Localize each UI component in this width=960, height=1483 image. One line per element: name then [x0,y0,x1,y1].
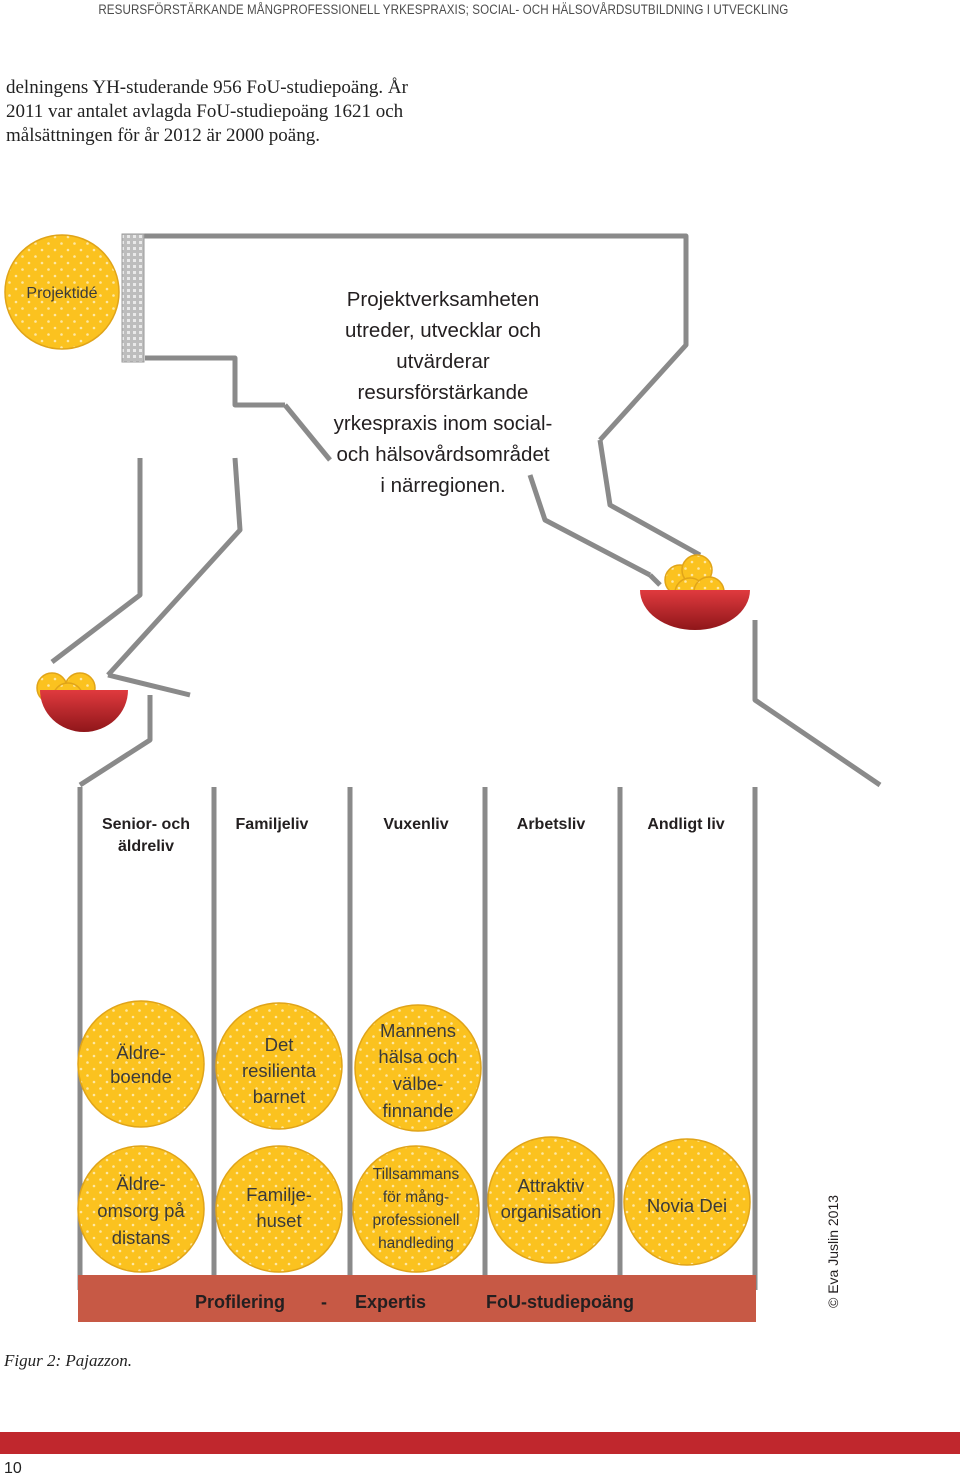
ball-text: Familje- [246,1184,312,1205]
ball-aldreboende: Äldre- boende [77,1000,205,1128]
funnel-left-inner [107,672,191,698]
machine-text-line: i närregionen. [380,474,505,497]
intro-line: delningens YH-studerande 956 FoU-studiep… [6,77,408,98]
machine-text-line: yrkespraxis inom social- [334,412,553,435]
base-bar: Profilering - Expertis FoU-studiepoäng [78,1275,756,1322]
ball-text: för mång- [383,1189,449,1206]
ball-text: Novia Dei [647,1195,727,1216]
left-bowl [36,672,128,732]
ball-tillsammans: Tillsammans för mång- professionell hand… [352,1145,480,1273]
ball-text: Äldre- [116,1042,165,1063]
left-chute-inner [283,403,332,462]
right-pipe-outer [597,439,702,558]
base-word: - [321,1292,327,1312]
column-heading: äldreliv [118,838,174,855]
ball-text: Tillsammans [373,1166,460,1183]
upper-ball-row: Äldre- boende Det resilienta barnet Mann… [77,1000,482,1132]
machine-description: Projektverksamheten utreder, utvecklar o… [334,288,553,497]
ball-text: Det [265,1034,294,1055]
base-word: Expertis [355,1292,426,1312]
funnel-right [752,620,882,788]
intro-line: målsättningen för år 2012 är 2000 poäng. [6,125,320,146]
page-number: 10 [4,1460,22,1477]
right-bowl [640,554,750,630]
column-heading: Arbetsliv [517,816,586,833]
column-heading: Senior- och [102,816,190,833]
ball-text: Attraktiv [518,1175,586,1196]
right-pipe-inner [527,474,652,578]
project-idea-ball: Projektidé [4,234,120,350]
ball-text: organisation [501,1201,602,1222]
ball-aldreomsorg: Äldre- omsorg på distans [77,1145,205,1273]
ball-text: välbe- [393,1073,443,1094]
column-dividers [77,787,758,1290]
ball-text: hälsa och [378,1046,457,1067]
machine-grill [121,233,145,363]
machine-pipes [50,233,882,788]
ball-text: handleding [378,1235,454,1252]
ball-text: finnande [383,1100,454,1121]
machine-text-line: och hälsovårdsområdet [336,443,549,466]
ball-text: boende [110,1066,172,1087]
figure-caption: Figur 2: Pajazzon. [4,1351,132,1370]
intro-line: 2011 var antalet avlagda FoU-studiepoäng… [6,101,404,122]
machine-outline-left [130,233,689,442]
machine-text-line: resursförstärkande [358,381,529,404]
machine-text-line: utvärderar [396,350,490,373]
ball-text: huset [256,1210,301,1231]
column-heading: Andligt liv [647,816,724,833]
left-pipe-down [50,458,143,664]
footer-bar [0,1432,960,1454]
column-heading: Familjeliv [236,816,309,833]
left-pipe-inner [106,457,243,677]
ball-attraktiv-organisation: Attraktiv organisation [487,1136,615,1264]
left-upper-chute [145,355,285,408]
funnel-right-inner [648,573,662,587]
ball-text: omsorg på [97,1200,185,1221]
ball-novia-dei: Novia Dei [623,1138,751,1266]
bowl-shape [640,590,750,630]
intro-paragraph: delningens YH-studerande 956 FoU-studiep… [6,76,486,148]
running-header: RESURSFÖRSTÄRKANDE MÅNGPROFESSIONELL YRK… [97,2,788,17]
column-headings: Senior- och äldreliv Familjeliv Vuxenliv… [102,816,725,855]
funnel-left [78,695,153,788]
copyright-note: © Eva Juslin 2013 [825,1195,841,1308]
ball-text: resilienta [242,1060,317,1081]
ball-text: barnet [253,1086,305,1107]
column-heading: Vuxenliv [383,816,448,833]
ball-text: Äldre- [116,1173,165,1194]
bowl-shape [40,690,128,732]
ball-familjehuset: Familje- huset [215,1145,343,1273]
machine-text-line: utreder, utvecklar och [345,319,541,342]
machine-text-line: Projektverksamheten [347,288,540,311]
ball-text: distans [112,1227,171,1248]
lower-ball-row: Äldre- omsorg på distans Familje- huset … [77,1136,751,1273]
base-word: Profilering [195,1292,285,1312]
base-word: FoU-studiepoäng [486,1292,634,1312]
ball-mannens-halsa: Mannens hälsa och välbe- finnande [354,1004,482,1132]
project-idea-label: Projektidé [26,285,97,302]
ball-text: Mannens [380,1020,456,1041]
ball-resilienta-barnet: Det resilienta barnet [215,1002,343,1130]
ball-text: professionell [372,1212,459,1229]
